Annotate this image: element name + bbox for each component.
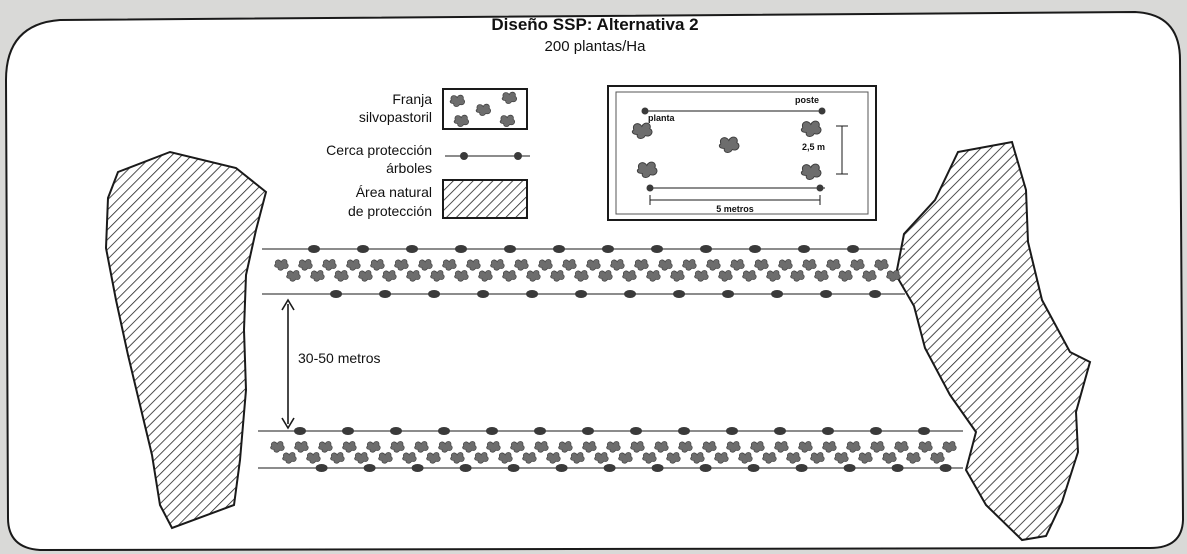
diagram-frame: [4, 10, 1185, 552]
diagram-title: Diseño SSP: Alternativa 2: [491, 15, 698, 34]
fence-post-icon: [379, 290, 392, 298]
natural-area-left: [104, 150, 268, 530]
legend-franja-label-2: silvopastoril: [359, 109, 432, 125]
fence-post-icon: [575, 290, 588, 298]
silvopastoral-strip: [262, 245, 905, 298]
fence-post-icon: [294, 427, 306, 435]
legend-area-label-2: de protección: [348, 203, 432, 219]
fence-post-icon: [428, 290, 441, 298]
inset-inner-frame: [615, 91, 869, 215]
fence-post-icon: [678, 427, 690, 435]
inset-horizontal-label: 5 metros: [716, 204, 754, 214]
fence-post-icon: [843, 464, 856, 472]
fence-post-icon: [363, 464, 376, 472]
fence-post-icon: [749, 245, 761, 253]
fence-post-icon: [553, 245, 565, 253]
fence-post-icon: [308, 245, 320, 253]
fence-post-icon: [869, 290, 882, 298]
fence-post-icon: [747, 464, 760, 472]
fence-post-icon: [774, 427, 786, 435]
legend-cerca-label: Cerca protección: [326, 142, 432, 158]
diagram-subtitle: 200 plantas/Ha: [545, 38, 647, 55]
fence-post-icon: [555, 464, 568, 472]
legend: Franja silvopastoril Cerca protección ár…: [326, 88, 530, 219]
legend-area-label: Área natural: [356, 184, 432, 200]
fence-post-icon: [504, 245, 516, 253]
fence-post-icon: [891, 464, 904, 472]
fence-post-icon: [722, 290, 735, 298]
fence-post-icon: [514, 152, 522, 160]
fence-post-icon: [357, 245, 369, 253]
fence-post-icon: [646, 184, 654, 192]
hatched-area-icon: [442, 179, 528, 219]
legend-franja-label: Franja: [392, 91, 432, 107]
fence-post-icon: [641, 107, 649, 115]
fence-post-icon: [870, 427, 882, 435]
fence-post-icon: [847, 245, 859, 253]
fence-post-icon: [651, 245, 663, 253]
fence-post-icon: [795, 464, 808, 472]
fence-post-icon: [822, 427, 834, 435]
fence-post-icon: [771, 290, 784, 298]
fence-post-icon: [411, 464, 424, 472]
fence-post-icon: [700, 245, 712, 253]
fence-post-icon: [673, 290, 686, 298]
fence-post-icon: [630, 427, 642, 435]
fence-post-icon: [390, 427, 402, 435]
fence-post-icon: [816, 184, 824, 192]
inset-planta-label: planta: [648, 113, 675, 123]
fence-post-icon: [918, 427, 930, 435]
fence-post-icon: [438, 427, 450, 435]
legend-cerca-label-2: árboles: [386, 160, 432, 176]
fence-post-icon: [726, 427, 738, 435]
fence-post-icon: [507, 464, 520, 472]
inset-poste-label: poste: [795, 95, 819, 105]
fence-post-icon: [534, 427, 546, 435]
fence-post-icon: [602, 245, 614, 253]
spacing-inset: poste planta 2,5 m 5 metros: [607, 85, 877, 221]
fence-post-icon: [477, 290, 490, 298]
fence-post-icon: [939, 464, 952, 472]
fence-post-icon: [651, 464, 664, 472]
fence-post-icon: [342, 427, 354, 435]
fence-post-icon: [582, 427, 594, 435]
fence-post-icon: [460, 152, 468, 160]
fence-post-icon: [699, 464, 712, 472]
inset-vertical-label: 2,5 m: [802, 142, 825, 152]
silvopastoral-strip: [258, 427, 963, 472]
fence-post-icon: [486, 427, 498, 435]
fence-post-icon: [624, 290, 637, 298]
distance-label: 30-50 metros: [298, 350, 380, 366]
fence-post-icon: [603, 464, 616, 472]
fence-post-icon: [818, 107, 826, 115]
fence-post-icon: [526, 290, 539, 298]
silvopastoral-strips: [258, 245, 963, 472]
fence-post-icon: [798, 245, 810, 253]
double-arrow-icon: [281, 298, 295, 430]
fence-post-icon: [406, 245, 418, 253]
fence-post-icon: [315, 464, 328, 472]
fence-post-icon: [459, 464, 472, 472]
fence-post-icon: [330, 290, 343, 298]
fence-post-icon: [455, 245, 467, 253]
inset-outer-frame: [607, 85, 877, 221]
natural-area-right: [894, 140, 1092, 542]
fence-post-icon: [820, 290, 833, 298]
